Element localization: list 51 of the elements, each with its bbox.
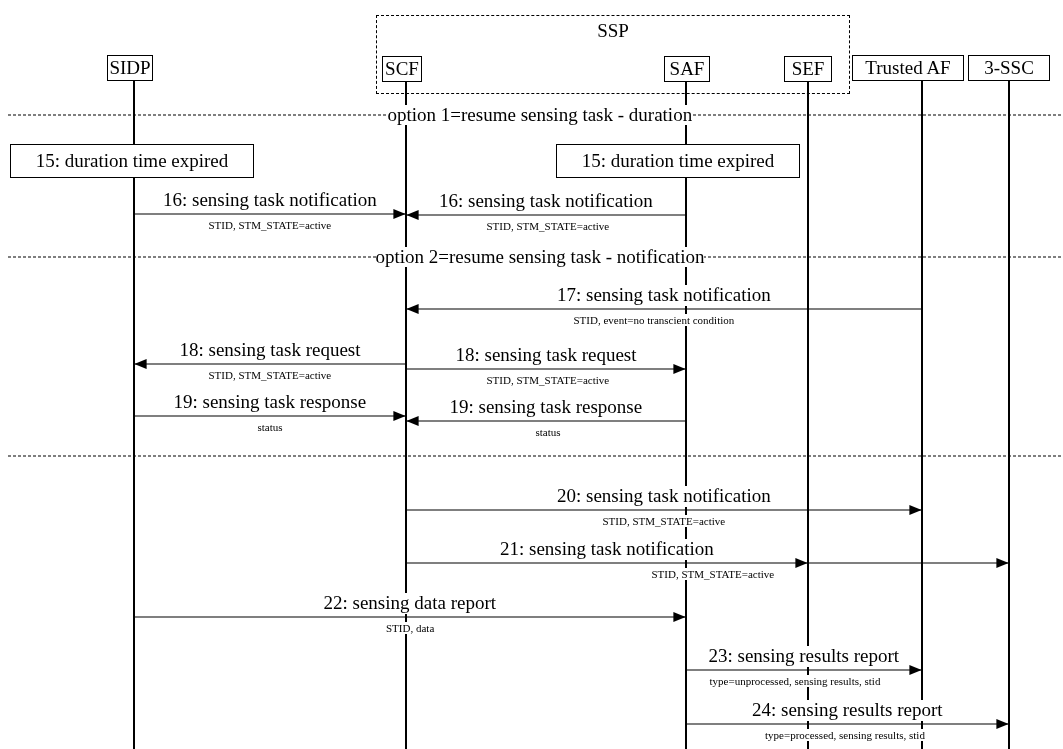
parameter-label: STID, STM_STATE=active: [602, 515, 726, 528]
message-label: 19: sensing task response: [173, 392, 367, 413]
message-label: 18: sensing task request: [179, 340, 361, 361]
message-arrow: [406, 364, 686, 374]
participant-box: Trusted AF: [852, 55, 964, 81]
message-arrow: [406, 416, 686, 426]
note-box: 15: duration time expired: [10, 144, 254, 178]
lifeline: [807, 81, 809, 749]
lifeline: [921, 81, 923, 749]
message-arrow: [808, 558, 1009, 568]
participant-box: 3-SSC: [968, 55, 1050, 81]
parameter-label: STID, event=no transcient condition: [573, 314, 735, 327]
message-label: 16: sensing task notification: [439, 191, 653, 212]
participant-box: SCF: [382, 56, 422, 82]
section-label: option 1=resume sensing task - duration: [387, 104, 693, 126]
parameter-label: STID, STM_STATE=active: [651, 568, 775, 581]
message-arrow: [134, 359, 406, 369]
message-arrow: [406, 505, 922, 515]
message-label: 20: sensing task notification: [557, 486, 771, 507]
message-arrow: [686, 719, 1009, 729]
message-arrow: [406, 210, 686, 220]
note-box: 15: duration time expired: [556, 144, 800, 178]
message-label: 16: sensing task notification: [163, 190, 377, 211]
message-label: 18: sensing task request: [455, 345, 637, 366]
lifeline: [133, 81, 135, 749]
message-arrow: [134, 411, 406, 421]
parameter-label: STID, STM_STATE=active: [486, 220, 610, 233]
parameter-label: STID, STM_STATE=active: [208, 219, 332, 232]
message-label: 21: sensing task notification: [500, 539, 714, 560]
message-arrow: [406, 304, 922, 314]
participant-box: SIDP: [107, 55, 153, 81]
parameter-label: type=unprocessed, sensing results, stid: [709, 675, 881, 688]
parameter-label: type=processed, sensing results, stid: [765, 729, 925, 742]
lifeline: [685, 81, 687, 749]
participant-box: SAF: [664, 56, 710, 82]
lifeline: [405, 81, 407, 749]
message-arrow: [686, 665, 922, 675]
parameter-label: STID, STM_STATE=active: [486, 374, 610, 387]
parameter-label: STID, STM_STATE=active: [208, 369, 332, 382]
message-arrow: [134, 612, 686, 622]
message-label: 17: sensing task notification: [557, 285, 771, 306]
message-label: 22: sensing data report: [323, 593, 497, 614]
participant-box: SEF: [784, 56, 832, 82]
message-arrow: [406, 558, 808, 568]
message-label: 24: sensing results report: [752, 700, 943, 721]
section-label: option 2=resume sensing task - notification: [375, 246, 705, 268]
lifeline: [1008, 81, 1010, 749]
message-arrow: [134, 209, 406, 219]
message-label: 19: sensing task response: [449, 397, 643, 418]
message-label: 23: sensing results report: [708, 646, 899, 667]
parameter-label: STID, data: [386, 622, 435, 635]
